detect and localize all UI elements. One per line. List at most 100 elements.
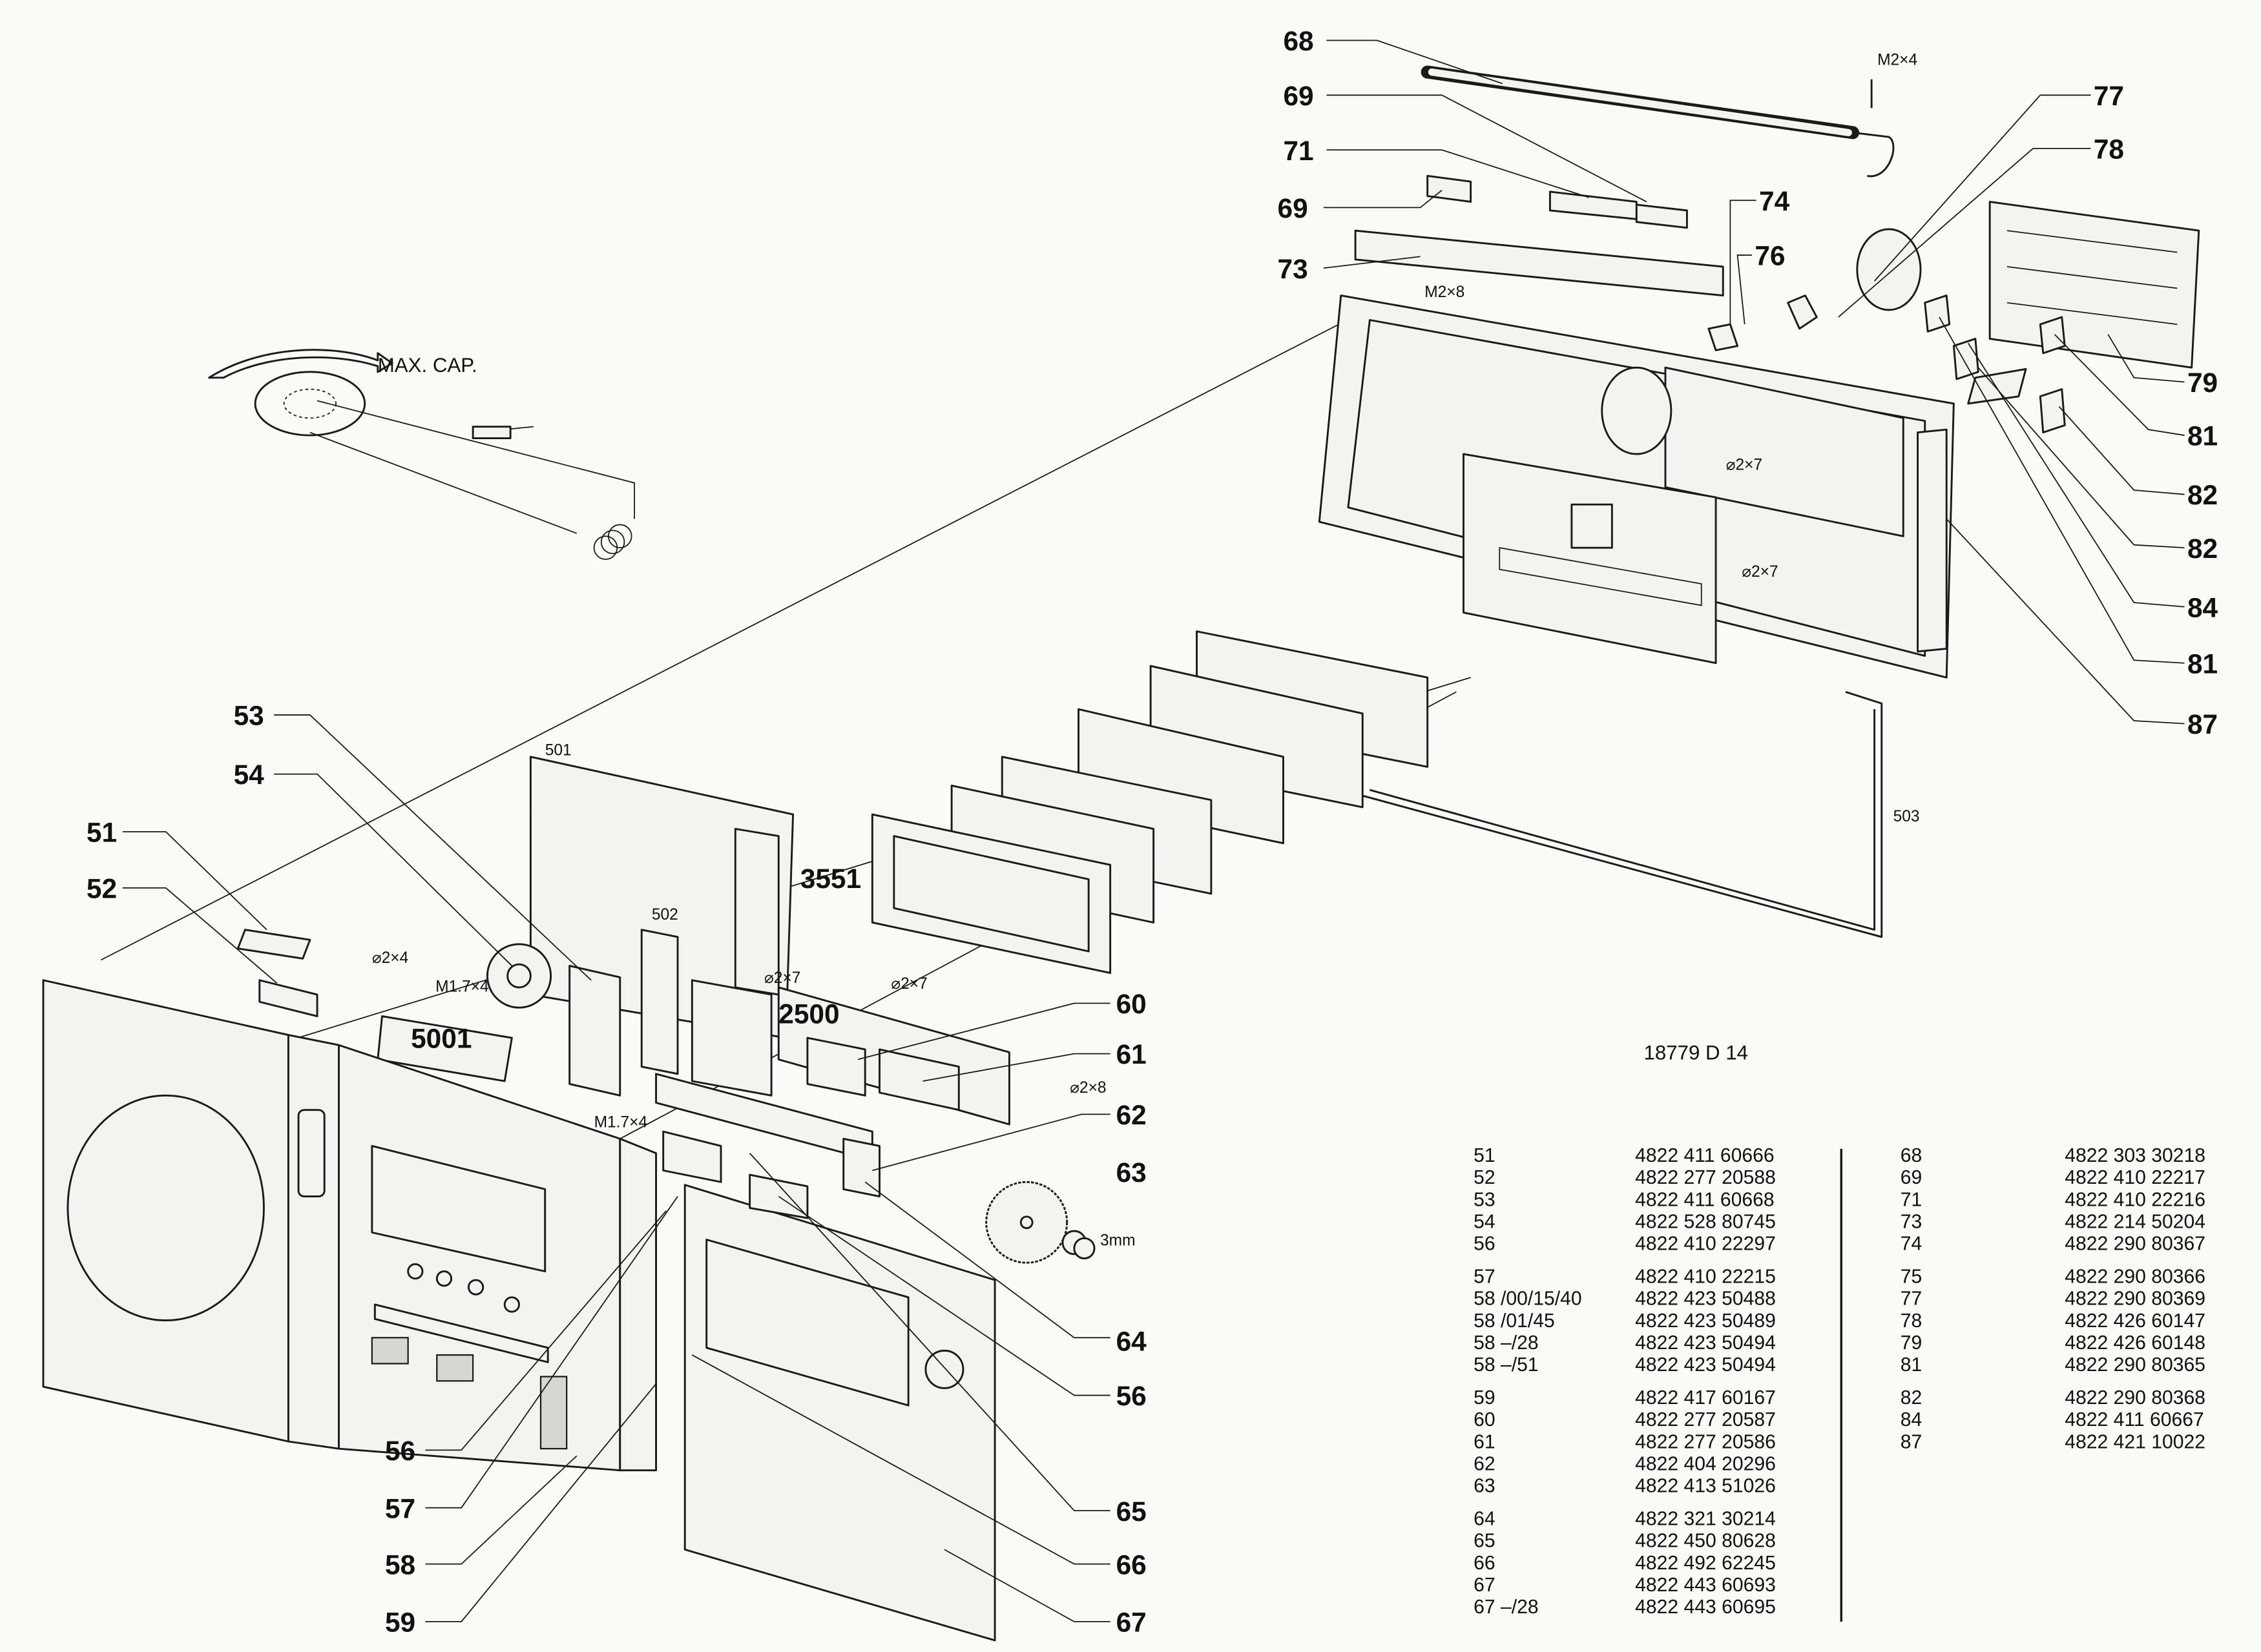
screw-label: ⌀2×8 — [1070, 1079, 1106, 1097]
parts-code: 4822 411 60668 — [1635, 1189, 1775, 1210]
callout-87: 87 — [2187, 709, 2218, 739]
parts-code: 4822 443 60695 — [1635, 1596, 1776, 1618]
parts-item-number: 81 — [1901, 1354, 1922, 1376]
parts-code: 4822 277 20587 — [1635, 1409, 1776, 1430]
callout-71: 71 — [1283, 136, 1313, 166]
screw-label: ⌀2×7 — [891, 975, 927, 993]
screw-label: 3mm — [1100, 1232, 1136, 1249]
cassette-door-67 — [662, 1130, 996, 1642]
parts-code: 4822 411 60666 — [1635, 1145, 1775, 1166]
callout-79: 79 — [2187, 367, 2218, 398]
parts-item-number: 65 — [1474, 1531, 1495, 1552]
parts-item-number: 58 –/28 — [1474, 1332, 1539, 1354]
parts-code: 4822 443 60693 — [1635, 1575, 1776, 1596]
parts-item-number: 61 — [1474, 1431, 1495, 1452]
battery-door-79 — [1988, 201, 2200, 369]
callout-69: 69 — [1278, 193, 1308, 223]
callout-56: 56 — [1116, 1381, 1147, 1411]
screw-label: M1.7×4 — [435, 978, 489, 996]
callout-81: 81 — [2187, 648, 2218, 679]
parts-code: 4822 423 50489 — [1635, 1310, 1776, 1332]
component-label-2500: 2500 — [778, 999, 839, 1029]
callout-68: 68 — [1283, 26, 1313, 56]
callout-62: 62 — [1116, 1100, 1147, 1130]
parts-item-number: 77 — [1901, 1288, 1922, 1310]
parts-item-number: 84 — [1901, 1409, 1922, 1430]
parts-item-number: 66 — [1474, 1553, 1495, 1574]
callout-84: 84 — [2187, 592, 2218, 623]
parts-code: 4822 290 80367 — [2065, 1234, 2205, 1255]
parts-item-number: 73 — [1901, 1211, 1922, 1232]
callout-63: 63 — [1116, 1157, 1147, 1188]
parts-code: 4822 492 62245 — [1635, 1553, 1776, 1574]
screw-label: ⌀2×7 — [1742, 563, 1778, 581]
parts-code: 4822 290 80369 — [2065, 1288, 2205, 1310]
parts-code: 4822 404 20296 — [1635, 1453, 1776, 1474]
callout-73: 73 — [1278, 254, 1308, 284]
parts-code: 4822 423 50488 — [1635, 1288, 1776, 1310]
parts-code: 4822 423 50494 — [1635, 1354, 1776, 1376]
callout-53: 53 — [234, 701, 264, 731]
callout-74: 74 — [1759, 186, 1790, 216]
parts-code: 4822 410 22216 — [2065, 1189, 2205, 1210]
callout-76: 76 — [1755, 241, 1785, 271]
callout-59: 59 — [385, 1607, 415, 1638]
parts-item-number: 53 — [1474, 1189, 1495, 1210]
callout-65: 65 — [1116, 1496, 1147, 1527]
front-cabinet — [42, 979, 658, 1472]
parts-code: 4822 450 80628 — [1635, 1531, 1776, 1552]
screw-label: M2×4 — [1877, 51, 1917, 68]
callout-56: 56 — [385, 1436, 415, 1466]
parts-code: 4822 277 20586 — [1635, 1431, 1776, 1452]
parts-code: 4822 290 80368 — [2065, 1387, 2205, 1409]
screw-label: M1.7×4 — [594, 1113, 648, 1131]
parts-item-number: 71 — [1901, 1189, 1922, 1210]
callout-57: 57 — [385, 1493, 415, 1523]
parts-item-number: 69 — [1901, 1167, 1922, 1188]
callout-77: 77 — [2094, 81, 2124, 111]
callout-78: 78 — [2094, 134, 2124, 165]
component-label-501: 501 — [545, 742, 572, 759]
parts-item-number: 58 /01/45 — [1474, 1310, 1555, 1332]
callout-82: 82 — [2187, 533, 2218, 564]
screw-label: ⌀2×7 — [764, 969, 800, 987]
callout-66: 66 — [1116, 1549, 1147, 1580]
parts-item-number: 58 –/51 — [1474, 1354, 1539, 1376]
parts-code: 4822 423 50494 — [1635, 1332, 1776, 1354]
frame-stack — [871, 630, 1429, 975]
parts-code: 4822 290 80365 — [2065, 1354, 2205, 1376]
callout-81: 81 — [2187, 421, 2218, 451]
parts-item-number: 63 — [1474, 1476, 1495, 1497]
parts-code: 4822 214 50204 — [2065, 1211, 2205, 1232]
parts-code: 4822 417 60167 — [1635, 1387, 1776, 1409]
parts-code: 4822 426 60148 — [2065, 1332, 2205, 1354]
component-label-5001: 5001 — [411, 1024, 472, 1054]
component-label-502: 502 — [652, 906, 678, 924]
parts-code: 4822 421 10022 — [2065, 1431, 2205, 1452]
component-label-503: 503 — [1893, 808, 1920, 825]
callout-82: 82 — [2187, 480, 2218, 510]
parts-item-number: 59 — [1474, 1387, 1495, 1409]
dial-cord-diagram: MAX. CAP. — [208, 349, 635, 560]
callout-61: 61 — [1116, 1039, 1147, 1069]
parts-item-number: 67 –/28 — [1474, 1596, 1539, 1618]
parts-item-number: 62 — [1474, 1453, 1495, 1474]
parts-item-number: 68 — [1901, 1145, 1922, 1166]
board-73 — [1354, 229, 1724, 297]
component-label-3551: 3551 — [800, 863, 861, 894]
callout-54: 54 — [234, 759, 265, 790]
parts-item-number: 56 — [1474, 1234, 1495, 1255]
parts-code: 4822 290 80366 — [2065, 1266, 2205, 1287]
parts-item-number: 74 — [1901, 1234, 1922, 1255]
parts-code: 4822 413 51026 — [1635, 1476, 1776, 1497]
back-cabinet — [1318, 294, 1955, 679]
callout-58: 58 — [385, 1549, 415, 1580]
parts-item-number: 82 — [1901, 1387, 1922, 1409]
parts-code: 4822 411 60667 — [2065, 1409, 2204, 1430]
parts-code: 4822 528 80745 — [1635, 1211, 1776, 1232]
parts-item-number: 58 /00/15/40 — [1474, 1288, 1582, 1310]
callout-52: 52 — [87, 874, 117, 904]
screw-label: ⌀2×7 — [1726, 457, 1762, 474]
drawing-reference: 18779 D 14 — [1643, 1042, 1748, 1064]
